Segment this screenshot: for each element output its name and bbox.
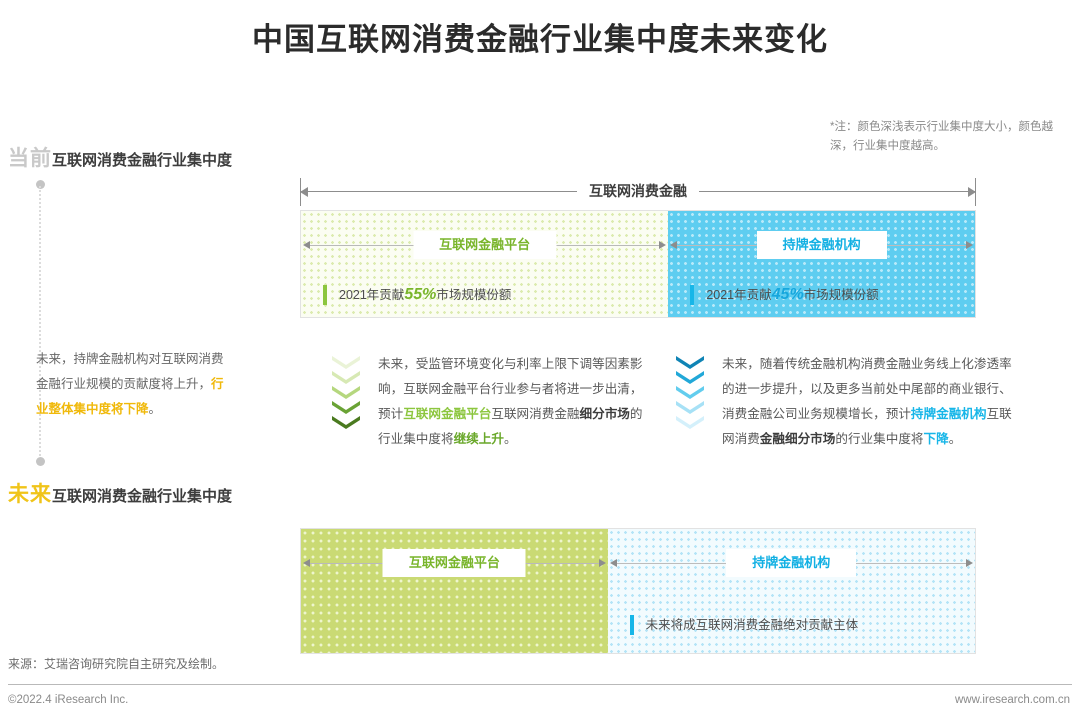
panel-note-left-current: 2021年贡献55%市场规模份额 [323, 285, 511, 305]
panel-note-right-future: 未来将成互联网消费金融绝对贡献主体 [629, 615, 858, 635]
timeline-dotted-line [39, 186, 41, 460]
note-prefix: 2021年贡献 [706, 288, 772, 302]
color-legend-note: *注：颜色深浅表示行业集中度大小，颜色越深，行业集中度越高。 [830, 121, 1053, 152]
source-note: 来源：艾瑞咨询研究院自主研究及绘制。 [8, 657, 225, 671]
exp-left-p4: 。 [503, 432, 517, 446]
footer-divider [8, 684, 1072, 685]
section-tag-current: 当前 [8, 147, 52, 170]
chevron-down-icon [676, 371, 704, 384]
summary-paragraph: 未来，持牌金融机构对互联网消费金融行业规模的贡献度将上升，行业整体集中度将下降。 [36, 347, 226, 422]
exp-right-p2: 互联网消费 [722, 407, 1012, 446]
summary-tail: 。 [148, 402, 162, 416]
panel-inner-axis-left-future: 互联网金融平台 [301, 547, 608, 581]
page-title: 中国互联网消费金融行业集中度未来变化 [252, 22, 828, 57]
exp-right-hl3: 下降 [923, 432, 949, 446]
chart-future-panels: 互联网金融平台 持牌金融机构 未来将成互联网消费金融绝对贡献主体 [300, 528, 976, 654]
note-suffix: 市场规模份额 [436, 288, 512, 302]
exp-left-hl1: 互联网金融平台 [403, 407, 492, 421]
panel-inner-axis-right-future: 持牌金融机构 [608, 547, 975, 581]
chevron-down-icon [332, 371, 360, 384]
panel-internet-finance-platform-current: 互联网金融平台 2021年贡献55%市场规模份额 [301, 211, 669, 317]
panel-note-right-current: 2021年贡献45%市场规模份额 [690, 285, 879, 305]
note-percent-45: 45% [771, 286, 804, 303]
explanation-block-platform: 未来，受监管环境变化与利率上限下调等因素影响，互联网金融平台行业参与者将进一步出… [332, 352, 652, 452]
timeline-dot-bottom [36, 457, 45, 466]
chevron-column-blue [676, 352, 710, 452]
exp-left-p3: 的行业集中度将 [378, 407, 643, 446]
panel-licensed-institution-current: 持牌金融机构 2021年贡献45%市场规模份额 [668, 211, 975, 317]
exp-right-p3: 的行业集中度将 [835, 432, 924, 446]
website-link[interactable]: www.iresearch.com.cn [954, 694, 1070, 706]
explanation-text-platform: 未来，受监管环境变化与利率上限下调等因素影响，互联网金融平台行业参与者将进一步出… [378, 352, 652, 452]
panel-inner-axis-left: 互联网金融平台 [301, 229, 668, 263]
timeline-dot-top [36, 180, 45, 189]
explanation-block-licensed: 未来，随着传统金融机构消费金融业务线上化渗透率的进一步提升，以及更多当前处中尾部… [676, 352, 1020, 452]
panel-inner-axis-right: 持牌金融机构 [668, 229, 975, 263]
exp-right-p1: 未来，随着传统金融机构消费金融业务线上化渗透率的进一步提升，以及更多当前处中尾部… [722, 357, 1012, 421]
chart-future: 互联网金融平台 持牌金融机构 未来将成互联网消费金融绝对贡献主体 [300, 528, 976, 654]
section-tag-future: 未来 [8, 483, 52, 506]
exp-right-hl1: 持牌金融机构 [910, 407, 987, 421]
section-heading-future: 未来互联网消费金融行业集中度 [8, 478, 232, 508]
exp-left-p2: 互联网消费金融 [491, 407, 580, 421]
chevron-down-icon [676, 401, 704, 414]
summary-highlight: 行业整体集中度将下降 [36, 377, 224, 416]
panel-label-licensed-institution-future: 持牌金融机构 [726, 549, 857, 577]
section-subtitle-future: 互联网消费金融行业集中度 [52, 488, 233, 505]
exp-left-hl2: 细分市场 [579, 407, 630, 421]
summary-lead: 未来，持牌金融机构对互联网消费金融行业规模的贡献度将上升， [36, 352, 224, 391]
axis-label-total-market: 互联网消费金融 [577, 174, 699, 208]
panel-licensed-institution-future: 持牌金融机构 未来将成互联网消费金融绝对贡献主体 [607, 529, 975, 653]
chevron-down-icon [676, 356, 704, 369]
panel-internet-finance-platform-future: 互联网金融平台 [301, 529, 608, 653]
section-heading-current: 当前互联网消费金融行业集中度 [8, 142, 232, 172]
chevron-down-icon [676, 386, 704, 399]
note-prefix: 2021年贡献 [339, 288, 405, 302]
panel-label-internet-finance-platform-future: 互联网金融平台 [382, 549, 526, 577]
chart-current: 互联网消费金融 互联网金融平台 2021年贡献55%市场规模份额 持牌金融机构 [300, 174, 976, 318]
chart-current-panels: 互联网金融平台 2021年贡献55%市场规模份额 持牌金融机构 2021年贡献4… [300, 210, 976, 318]
chevron-down-icon [332, 416, 360, 429]
section-subtitle-current: 互联网消费金融行业集中度 [52, 152, 233, 169]
exp-left-hl3: 继续上升 [453, 432, 504, 446]
exp-right-hl2: 金融细分市场 [759, 432, 836, 446]
explanation-text-licensed: 未来，随着传统金融机构消费金融业务线上化渗透率的进一步提升，以及更多当前处中尾部… [722, 352, 1020, 452]
timeline-connector [36, 180, 45, 466]
exp-left-p1: 未来，受监管环境变化与利率上限下调等因素影响，互联网金融平台行业参与者将进一步出… [378, 357, 643, 421]
note-suffix: 市场规模份额 [803, 288, 879, 302]
panel-label-internet-finance-platform: 互联网金融平台 [413, 231, 557, 259]
note-percent-55: 55% [404, 286, 437, 303]
chevron-down-icon [332, 356, 360, 369]
panel-label-licensed-institution: 持牌金融机构 [756, 231, 887, 259]
copyright-text: ©2022.4 iResearch Inc. [8, 694, 129, 706]
chevron-column-green [332, 352, 366, 452]
chart-current-axis: 互联网消费金融 [300, 174, 976, 210]
chevron-down-icon [676, 416, 704, 429]
chevron-down-icon [332, 386, 360, 399]
exp-right-p4: 。 [948, 432, 962, 446]
chevron-down-icon [332, 401, 360, 414]
